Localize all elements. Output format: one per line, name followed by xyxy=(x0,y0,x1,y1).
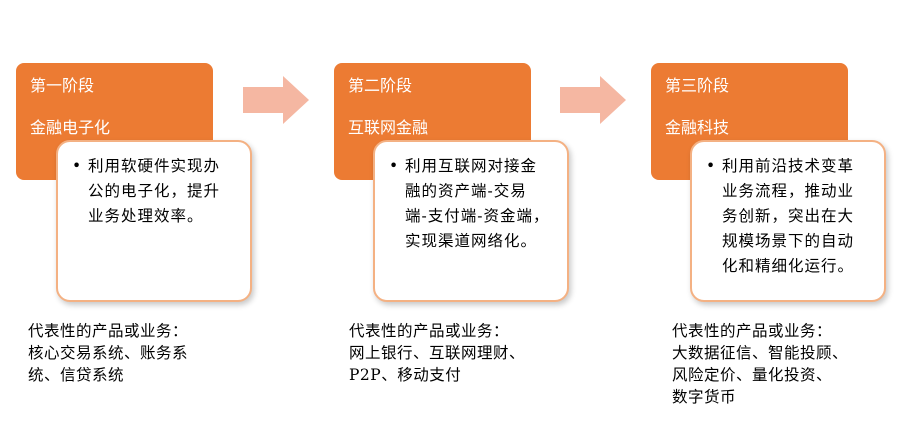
stage-3-bullet-line: 业务流程，推动业 xyxy=(722,182,855,200)
stage-3-title: 第三阶段 xyxy=(665,76,730,95)
stage-3-bullet-line: 利用前沿技术变革 xyxy=(722,157,855,175)
stage-3-bullet-line: 务创新，突出在大 xyxy=(722,207,855,225)
stage-2-bullet-line: 融的资产端-交易 xyxy=(405,182,527,200)
stage-3-rep-line: 大数据征信、智能投顾、 xyxy=(672,344,849,362)
stage-3-bullet-line: 化和精细化运行。 xyxy=(722,257,855,275)
stage-2-bullet-line: 利用互联网对接金 xyxy=(405,157,538,175)
stage-1-name: 金融电子化 xyxy=(30,118,111,137)
stage-2-name: 互联网金融 xyxy=(348,118,429,137)
stage-1-title: 第一阶段 xyxy=(30,76,95,95)
stage-1-bullet-line: 利用软硬件实现办 xyxy=(88,157,221,175)
stage-3-detail-box: • 利用前沿技术变革 业务流程，推动业 务创新，突出在大 规模场景下的自动 化和… xyxy=(690,140,886,302)
stage-1-bullet: • 利用软硬件实现办 公的电子化，提升 业务处理效率。 xyxy=(72,154,240,229)
stage-1-rep-line: 核心交易系统、账务系 xyxy=(28,344,189,362)
stage-1-rep-line: 统、信贷系统 xyxy=(28,366,125,384)
stage-2-rep-line: 代表性的产品或业务： xyxy=(349,322,510,340)
stage-2-rep-line: 网上银行、互联网理财、 xyxy=(349,344,526,362)
stage-3-bullet: • 利用前沿技术变革 业务流程，推动业 务创新，突出在大 规模场景下的自动 化和… xyxy=(706,154,874,279)
stage-3-rep-line: 风险定价、量化投资、 xyxy=(672,366,833,384)
stage-1-rep-line: 代表性的产品或业务： xyxy=(28,322,189,340)
arrow-right-icon xyxy=(560,76,626,124)
bullet-icon: • xyxy=(706,157,717,175)
stage-3-bullet-line: 规模场景下的自动 xyxy=(722,232,855,250)
stage-2-representative: 代表性的产品或业务： 网上银行、互联网理财、 P2P、移动支付 xyxy=(349,320,525,386)
stage-1-representative: 代表性的产品或业务： 核心交易系统、账务系 统、信贷系统 xyxy=(28,320,188,386)
bullet-icon: • xyxy=(389,157,400,175)
stage-3-name: 金融科技 xyxy=(665,118,730,137)
stage-3-representative: 代表性的产品或业务： 大数据征信、智能投顾、 风险定价、量化投资、 数字货币 xyxy=(672,320,848,408)
stage-2-bullet-line: 实现渠道网络化。 xyxy=(405,232,538,250)
stage-1-detail-box: • 利用软硬件实现办 公的电子化，提升 业务处理效率。 xyxy=(56,140,252,302)
stage-3-rep-line: 数字货币 xyxy=(672,388,737,406)
arrow-right-icon xyxy=(243,76,309,124)
stage-2-rep-line: P2P、移动支付 xyxy=(349,366,462,384)
stage-3-rep-line: 代表性的产品或业务： xyxy=(672,322,833,340)
stage-2-title: 第二阶段 xyxy=(348,76,413,95)
stage-2-bullet: • 利用互联网对接金 融的资产端-交易 端-支付端-资金端， 实现渠道网络化。 xyxy=(389,154,557,254)
stage-2-bullet-line: 端-支付端-资金端， xyxy=(405,207,550,225)
bullet-icon: • xyxy=(72,157,83,175)
stage-1-bullet-line: 业务处理效率。 xyxy=(88,207,204,225)
stage-2-detail-box: • 利用互联网对接金 融的资产端-交易 端-支付端-资金端， 实现渠道网络化。 xyxy=(373,140,569,302)
stage-1-bullet-line: 公的电子化，提升 xyxy=(88,182,221,200)
